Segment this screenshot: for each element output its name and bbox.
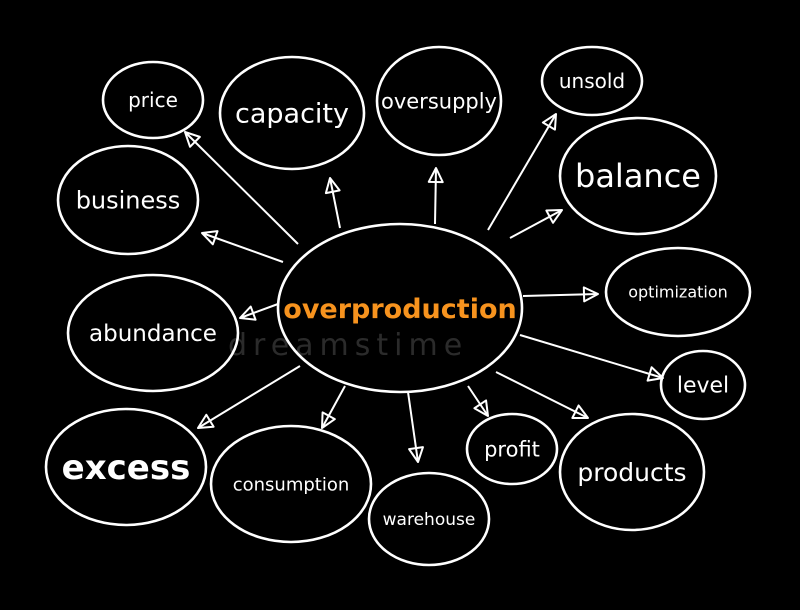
node-capacity-outline	[218, 55, 366, 171]
node-level-label: level	[677, 374, 729, 399]
arrowhead-oversupply	[427, 167, 444, 184]
node-unsold-outline	[540, 45, 644, 117]
arrowhead-products	[571, 404, 589, 419]
connector-excess	[197, 365, 301, 429]
arrowhead-level	[646, 366, 664, 382]
node-abundance-outline	[66, 273, 240, 393]
arrowhead-price	[184, 131, 201, 148]
node-price-label: price	[128, 88, 178, 112]
node-abundance: abundance	[66, 273, 240, 393]
arrowhead-optimization	[582, 286, 599, 303]
node-capacity-label: capacity	[235, 98, 349, 129]
node-oversupply-label: oversupply	[381, 89, 497, 113]
center-node: overproduction	[276, 222, 524, 394]
node-excess-label: excess	[62, 448, 191, 488]
arrowhead-warehouse	[408, 446, 424, 463]
node-consumption-label: consumption	[233, 474, 350, 495]
node-oversupply: oversupply	[375, 45, 503, 157]
node-business: business	[56, 144, 200, 256]
arrowhead-profit	[473, 399, 489, 417]
watermark-text: dreamstime	[228, 328, 468, 363]
node-capacity: capacity	[218, 55, 366, 171]
connector-business	[201, 232, 284, 263]
node-balance: balance	[558, 116, 718, 236]
node-warehouse-label: warehouse	[383, 510, 476, 530]
connector-capacity	[329, 177, 341, 229]
node-products-label: products	[577, 458, 686, 487]
center-node-label: overproduction	[283, 294, 516, 325]
node-balance-label: balance	[575, 157, 701, 195]
arrowhead-capacity	[324, 177, 341, 195]
connector-profit	[467, 385, 489, 417]
connector-products	[495, 371, 589, 419]
node-price: price	[101, 60, 205, 140]
node-business-label: business	[76, 186, 181, 214]
node-level: level	[659, 349, 747, 421]
node-profit: profit	[465, 412, 559, 486]
connector-unsold	[487, 113, 557, 231]
node-oversupply-outline	[375, 45, 503, 157]
connector-optimization	[522, 293, 599, 297]
node-abundance-label: abundance	[89, 321, 217, 347]
connector-warehouse	[407, 391, 419, 463]
node-business-outline	[56, 144, 200, 256]
node-optimization-outline	[604, 246, 752, 338]
node-warehouse: warehouse	[367, 471, 491, 567]
arrowhead-consumption	[321, 411, 336, 429]
node-level-outline	[659, 349, 747, 421]
connector-oversupply	[434, 167, 437, 225]
connector-balance	[509, 209, 563, 239]
node-profit-label: profit	[484, 437, 540, 461]
connector-abundance	[239, 303, 279, 319]
arrowhead-abundance	[239, 305, 257, 321]
node-optimization-label: optimization	[628, 283, 728, 302]
connector-lines	[184, 113, 664, 463]
node-products: products	[558, 412, 706, 532]
connector-level	[519, 334, 664, 379]
node-price-outline	[101, 60, 205, 140]
node-excess-outline	[44, 407, 208, 527]
connector-consumption	[321, 385, 346, 429]
node-unsold: unsold	[540, 45, 644, 117]
arrowhead-unsold	[541, 113, 557, 131]
mind-map-nodes: price capacity oversupply unsold business bal…	[44, 45, 752, 567]
node-excess: excess	[44, 407, 208, 527]
node-consumption-outline	[209, 424, 373, 544]
connector-price	[184, 131, 299, 245]
node-products-outline	[558, 412, 706, 532]
node-consumption: consumption	[209, 424, 373, 544]
arrowhead-balance	[545, 209, 563, 224]
node-profit-outline	[465, 412, 559, 486]
arrowhead-business	[201, 230, 219, 246]
node-balance-outline	[558, 116, 718, 236]
node-unsold-label: unsold	[559, 69, 625, 93]
node-optimization: optimization	[604, 246, 752, 338]
center-node-outline	[276, 222, 524, 394]
node-warehouse-outline	[367, 471, 491, 567]
watermark: dreamstime	[228, 328, 468, 363]
arrowhead-excess	[197, 413, 215, 429]
